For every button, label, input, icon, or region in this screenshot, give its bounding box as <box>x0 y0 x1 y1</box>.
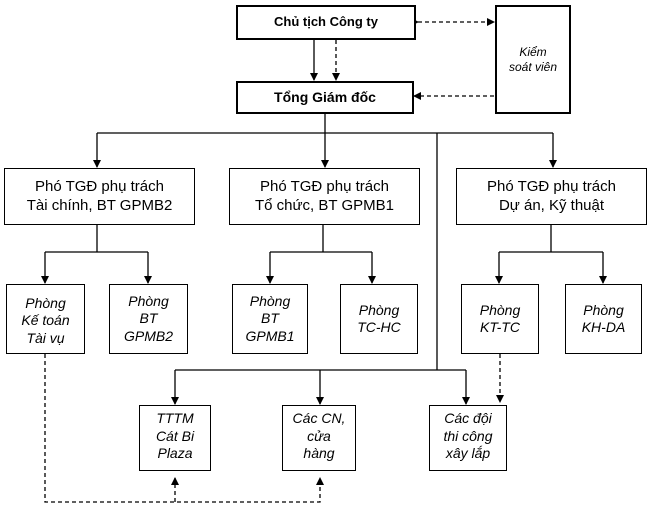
supervisor-box: Kiểm soát viên <box>495 5 571 114</box>
unit-construction-box: Các đội thi công xây lắp <box>429 405 507 471</box>
chairman-box: Chủ tịch Công ty <box>236 5 416 40</box>
unit-tttm-box: TTTM Cát Bi Plaza <box>139 405 211 471</box>
chairman-label: Chủ tịch Công ty <box>274 14 378 30</box>
deputy-finance-box: Phó TGĐ phụ trách Tài chính, BT GPMB2 <box>4 168 195 225</box>
deputy-projects-line2: Dự án, Kỹ thuật <box>498 196 605 214</box>
unit-branches-line2: cửa <box>307 427 331 444</box>
dept-gpmb1-line1: Phòng <box>249 292 291 309</box>
dept-accounting-line1: Phòng <box>25 294 66 311</box>
dept-kttc-line1: Phòng <box>479 301 521 318</box>
unit-branches-line3: hàng <box>303 445 335 461</box>
deputy-organization-line2: Tổ chức, BT GPMB1 <box>255 196 394 214</box>
unit-tttm-line3: Plaza <box>157 445 193 461</box>
unit-tttm-line2: Cát Bi <box>155 427 195 444</box>
dept-gpmb2-box: Phòng BT GPMB2 <box>109 284 188 354</box>
deputy-organization-box: Phó TGĐ phụ trách Tổ chức, BT GPMB1 <box>229 168 420 225</box>
unit-construction-line3: xây lắp <box>445 445 491 461</box>
deputy-organization-line1: Phó TGĐ phụ trách <box>260 177 389 195</box>
dept-accounting-line3: Tài vụ <box>26 329 65 346</box>
supervisor-label-line1: Kiểm <box>519 44 547 59</box>
deputy-projects-box: Phó TGĐ phụ trách Dự án, Kỹ thuật <box>456 168 647 225</box>
dept-gpmb2-line3: GPMB2 <box>123 327 173 344</box>
unit-branches-line1: Các CN, <box>292 410 346 426</box>
accounting-branches-link <box>44 354 324 503</box>
unit-branches-box: Các CN, cửa hàng <box>282 405 356 471</box>
dept-khda-box: Phòng KH-DA <box>565 284 642 354</box>
dept-tchc-box: Phòng TC-HC <box>340 284 418 354</box>
ceo-box: Tổng Giám đốc <box>236 81 414 114</box>
deputy-finance-line2: Tài chính, BT GPMB2 <box>26 196 173 214</box>
unit-tttm-line1: TTTM <box>156 410 194 426</box>
dept-gpmb1-line2: BT <box>261 310 279 327</box>
supervisor-label-line2: soát viên <box>508 59 558 74</box>
unit-construction-line1: Các đội <box>444 410 492 426</box>
dept-gpmb2-line2: BT <box>139 310 158 327</box>
dept-accounting-box: Phòng Kế toán Tài vụ <box>6 284 85 354</box>
dept-accounting-line2: Kế toán <box>21 312 70 329</box>
dept-gpmb1-box: Phòng BT GPMB1 <box>232 284 308 354</box>
dept-khda-line2: KH-DA <box>581 319 626 335</box>
ceo-label: Tổng Giám đốc <box>274 88 376 105</box>
dept-tchc-line1: Phòng <box>358 301 400 318</box>
dept-kttc-line2: KT-TC <box>480 319 520 335</box>
deputy-projects-line1: Phó TGĐ phụ trách <box>487 177 616 195</box>
dept-khda-line1: Phòng <box>583 301 624 318</box>
dept-kttc-box: Phòng KT-TC <box>461 284 539 354</box>
unit-construction-line2: thi công <box>443 427 493 444</box>
dept-gpmb2-line1: Phòng <box>128 292 169 309</box>
deputy-finance-line1: Phó TGĐ phụ trách <box>35 177 164 195</box>
dept-gpmb1-line3: GPMB1 <box>245 327 295 344</box>
dept-tchc-line2: TC-HC <box>357 319 401 335</box>
